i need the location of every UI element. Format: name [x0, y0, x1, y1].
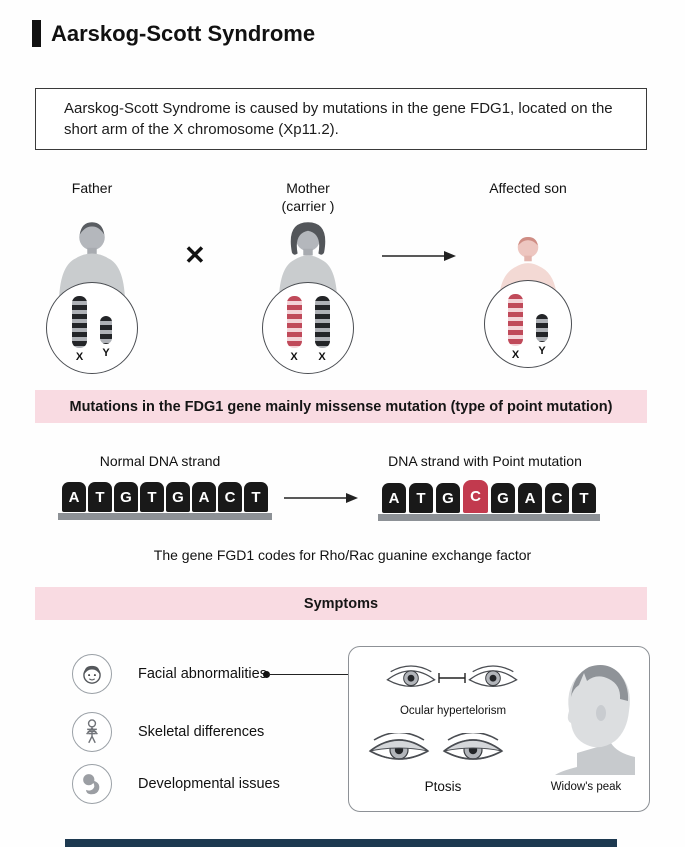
- father-x-column: X: [72, 296, 87, 363]
- mother-normal-x-column: X: [314, 296, 330, 363]
- page-title: Aarskog-Scott Syndrome: [51, 20, 316, 46]
- y-chromosome-icon: [536, 314, 548, 342]
- connector-line: [268, 674, 348, 675]
- son-affected-x-column: X: [508, 294, 523, 361]
- father-karyotype-circle: X Y: [46, 282, 138, 374]
- normal-strand-label: Normal DNA strand: [99, 453, 221, 469]
- dna-base: A: [62, 482, 86, 512]
- mother-label: Mother (carrier ): [282, 180, 335, 216]
- chromosome-label: X: [511, 349, 520, 361]
- symptom-label: Skeletal differences: [138, 724, 265, 740]
- dna-base: A: [518, 483, 542, 513]
- head-profile-icon: [555, 665, 635, 775]
- dna-base: T: [409, 483, 433, 513]
- face-icon: [72, 654, 112, 694]
- father-y-column: Y: [100, 316, 112, 359]
- affected-son-group: Affected son X Y: [458, 180, 598, 368]
- eye-icon: [468, 665, 518, 687]
- mutated-x-chromosome-icon: [286, 296, 302, 348]
- inheritance-arrow-icon: [382, 251, 456, 261]
- son-karyotype-circle: X Y: [484, 280, 572, 368]
- normal-dna-strand: A T G T G A C T: [58, 482, 272, 520]
- page-title-row: Aarskog-Scott Syndrome: [32, 20, 315, 47]
- dna-base: G: [436, 483, 460, 513]
- mother-karyotype-circle: X X: [262, 282, 354, 374]
- widows-peak-caption: Widow's peak: [550, 781, 622, 793]
- gene-function-note: The gene FGD1 codes for Rho/Rac guanine …: [153, 547, 532, 563]
- hypertelorism-caption: Ocular hypertelorism: [399, 705, 507, 717]
- ptosis-eye-icon: [442, 733, 504, 760]
- symptom-row-skeletal: Skeletal differences: [72, 712, 264, 752]
- mutated-bases: A T G C G A C T: [382, 480, 596, 513]
- mutation-banner: Mutations in the FDG1 gene mainly missen…: [35, 390, 647, 423]
- symptom-label: Facial abnormalities: [138, 666, 267, 682]
- chromosome-label: Y: [538, 345, 546, 357]
- father-label-text: Father: [71, 180, 113, 196]
- dna-base: T: [88, 482, 112, 512]
- mother-carrier-text: (carrier ): [281, 197, 335, 214]
- intro-box: Aarskog-Scott Syndrome is caused by muta…: [35, 88, 647, 150]
- father-group: Father X Y: [22, 180, 162, 374]
- dna-base: T: [244, 482, 268, 512]
- normal-bases: A T G T G A C T: [62, 482, 268, 512]
- ptosis-caption: Ptosis: [424, 779, 462, 794]
- dna-base: C: [545, 483, 569, 513]
- y-chromosome-icon: [100, 316, 112, 344]
- symptom-label: Developmental issues: [138, 776, 280, 792]
- eye-icon: [386, 665, 436, 687]
- mutated-x-chromosome-icon: [508, 294, 523, 346]
- mother-label-text: Mother: [286, 180, 330, 196]
- symptom-row-developmental: Developmental issues: [72, 764, 280, 804]
- dna-base: T: [140, 482, 164, 512]
- father-label: Father: [72, 180, 112, 216]
- son-y-column: Y: [536, 314, 548, 357]
- ptosis-eye-icon: [368, 733, 430, 760]
- symptom-row-facial: Facial abnormalities: [72, 654, 267, 694]
- connector-dot: [263, 671, 270, 678]
- dna-backbone: [58, 513, 272, 520]
- dna-base: G: [491, 483, 515, 513]
- x-chromosome-icon: [72, 296, 87, 348]
- mother-carrier-x-column: X: [286, 296, 302, 363]
- dna-base: T: [572, 483, 596, 513]
- dna-backbone: [378, 514, 600, 521]
- dna-base: A: [382, 483, 406, 513]
- fetus-icon: [72, 764, 112, 804]
- footer-bar: [65, 839, 617, 847]
- symptoms-banner: Symptoms: [35, 587, 647, 620]
- dna-base-mutated: C: [463, 480, 488, 513]
- dna-base: G: [114, 482, 138, 512]
- facial-details-box: Ocular hypertelorism Ptosis Wid: [348, 646, 650, 812]
- title-accent-bar: [32, 20, 41, 47]
- dna-base: A: [192, 482, 216, 512]
- skeleton-icon: [72, 712, 112, 752]
- cross-symbol: ✕: [184, 240, 206, 270]
- distance-measure-icon: [438, 673, 466, 683]
- mutated-strand-label: DNA strand with Point mutation: [388, 453, 582, 469]
- mutation-arrow-icon: [284, 493, 358, 503]
- chromosome-label: Y: [102, 347, 110, 359]
- mutated-dna-strand: A T G C G A C T: [378, 480, 600, 521]
- chromosome-label: X: [318, 351, 326, 363]
- intro-text: Aarskog-Scott Syndrome is caused by muta…: [64, 100, 613, 138]
- son-label: Affected son: [489, 180, 567, 216]
- mother-group: Mother (carrier ) X X: [238, 180, 378, 374]
- x-chromosome-icon: [314, 296, 330, 348]
- dna-base: C: [218, 482, 242, 512]
- son-label-text: Affected son: [489, 180, 567, 196]
- dna-base: G: [166, 482, 190, 512]
- chromosome-label: X: [75, 351, 84, 363]
- chromosome-label: X: [290, 351, 298, 363]
